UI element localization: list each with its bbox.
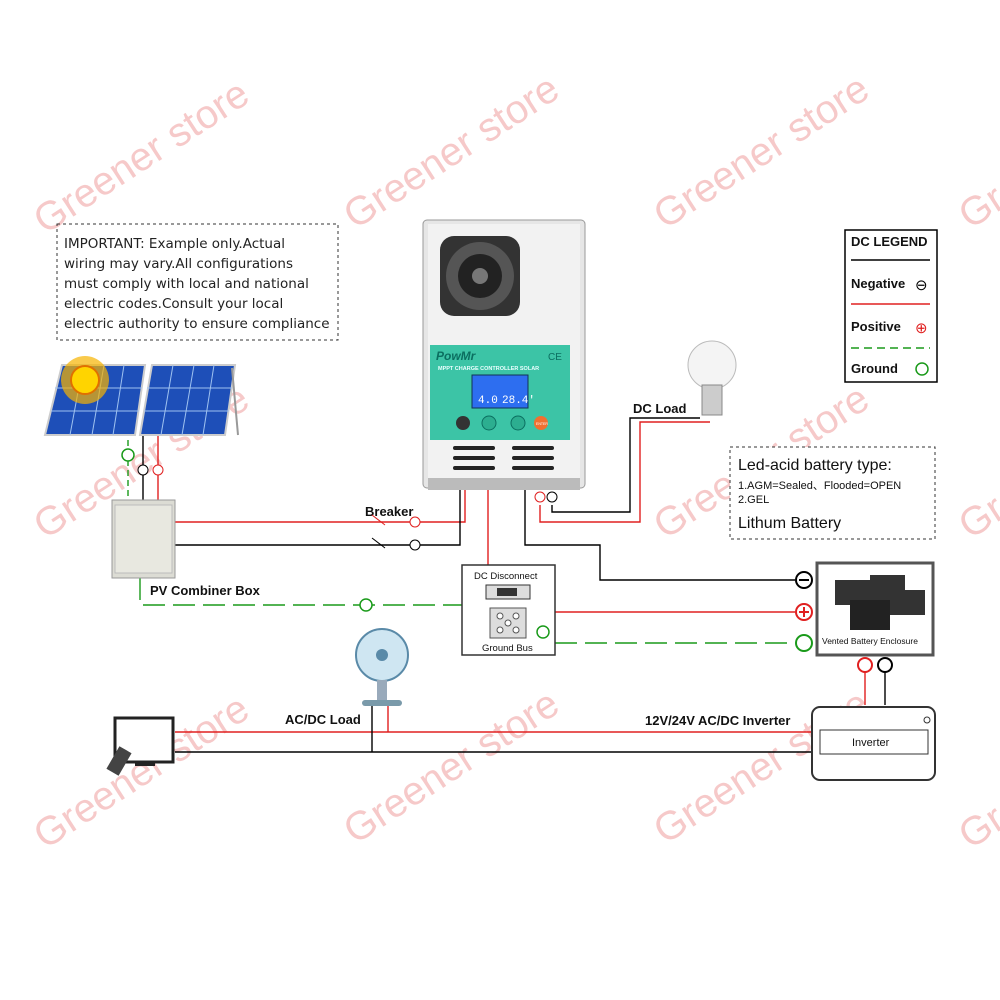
menu-button[interactable] [456,416,470,430]
watermark: Greener store [336,681,567,852]
dc-load-label: DC Load [633,401,687,416]
watermark: Greener store [951,376,1000,547]
battery-terminal-icons [795,571,813,652]
ce-mark: CE [548,352,562,363]
watermark: Greener store [646,66,877,237]
fan-icon [440,236,520,316]
notice-line: electric authority to ensure compliance [64,316,330,332]
enter-button[interactable] [534,416,548,430]
charge-controller: PowMr CE MPPT CHARGE CONTROLLER SOLAR 4.… [422,219,586,503]
legend-negative-label: Negative [851,276,905,291]
battery-type-line2: 2.GEL [738,494,769,506]
breaker-label: Breaker [365,504,413,519]
ground-icon [915,362,929,376]
positive-icon: ⊕ [915,320,928,337]
panel-terminal-icons [121,448,164,476]
tv-icon [106,716,175,776]
negative-icon: ⊖ [915,277,928,294]
notice-line: electric codes.Consult your local [64,296,283,312]
dc-disconnect-box: DC Disconnect Ground Bus [461,564,556,656]
ground-icon [359,598,373,612]
breaker-icon [371,514,421,551]
legend-title: DC LEGEND [851,234,928,249]
wires [127,417,886,753]
display-left-value: 4.0 [478,395,498,407]
battery-type-title: Led-acid battery type: [738,457,892,474]
sun-icon [61,356,109,404]
negative-icon [877,657,893,673]
inverter-device: Inverter [811,706,936,781]
pv-combiner-box [111,499,176,579]
legend-ground-label: Ground [851,361,898,376]
brand-logo: PowMr [436,349,477,363]
pv-combiner-label: PV Combiner Box [150,583,261,598]
up-button[interactable] [481,415,497,431]
inverter-label: Inverter [852,737,890,749]
notice-line: IMPORTANT: Example only.Actual [64,236,285,252]
watermark: Greener store [951,66,1000,237]
watermark: Greener store [26,71,257,242]
lithium-battery-label: Lithum Battery [738,515,841,532]
notice-line: must comply with local and national [64,276,309,292]
positive-icon [857,657,873,673]
battery-type-note: Led-acid battery type: 1.AGM=Sealed、Floo… [729,446,936,540]
battery-enclosure-label: Vented Battery Enclosure [822,636,918,646]
dc-disconnect-label: DC Disconnect [474,571,538,582]
controller-subtitle: MPPT CHARGE CONTROLLER SOLAR [438,366,539,372]
light-bulb-icon [687,340,737,416]
inverter-caption: 12V/24V AC/DC Inverter [645,713,790,728]
battery-type-line1: 1.AGM=Sealed、Flooded=OPEN [738,480,901,492]
important-notice: IMPORTANT: Example only.Actual wiring ma… [56,223,339,341]
down-button[interactable] [510,415,526,431]
ground-bus-label: Ground Bus [482,643,533,654]
battery-enclosure: Vented Battery Enclosure [815,561,935,657]
notice-line: wiring may vary.All configurations [64,256,293,272]
watermark: Greener store [951,686,1000,857]
enter-label: ENTER [536,422,548,426]
display-right-value: 28.4' [502,395,535,407]
dc-legend: DC LEGEND Negative ⊖ Positive ⊕ Ground [844,229,938,383]
watermark: Greener store [26,686,257,857]
ac-dc-load-label: AC/DC Load [285,712,361,727]
legend-positive-label: Positive [851,319,901,334]
watermark: Greener store [336,66,567,237]
desk-fan-icon [355,628,409,706]
